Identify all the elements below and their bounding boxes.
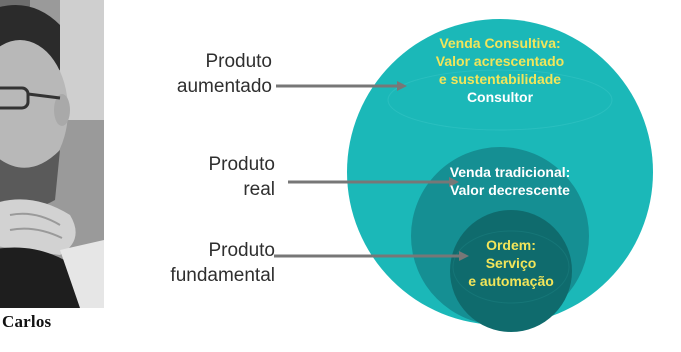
label-produto-real: Produto real (208, 154, 275, 200)
outer-ring-highlight (387, 69, 613, 131)
label-produto-aumentado: Produto aumentado (176, 51, 272, 97)
presenter-photo (0, 0, 104, 308)
inner-ring-text: Ordem: Serviço e automação (468, 237, 554, 289)
presenter-portrait-image (0, 0, 104, 308)
middle-ring-text: Venda tradicional: Valor decrescente (449, 164, 571, 198)
photo-caption: Carlos (2, 312, 52, 331)
outer-ring-text: Venda Consultiva: Valor acrescentado e s… (435, 35, 565, 105)
label-produto-fundamental: Produto fundamental (170, 240, 275, 286)
inner-ring-highlight (452, 230, 570, 304)
inner-ring-fundamental (450, 210, 572, 332)
